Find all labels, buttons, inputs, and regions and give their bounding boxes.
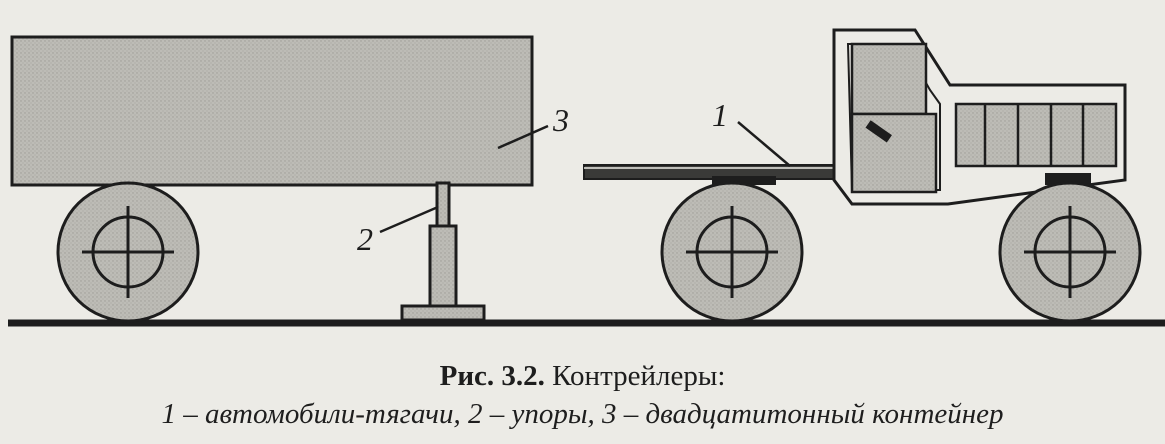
figure-caption-title: Рис. 3.2. Контрейлеры: <box>0 360 1165 393</box>
tractor-platform <box>583 164 835 180</box>
figure-number: Рис. 3.2. <box>439 360 545 392</box>
cab-door <box>850 112 938 194</box>
tractor-rear-wheel <box>998 181 1142 323</box>
callout-2: 2 <box>357 221 373 257</box>
callout-3: 3 <box>552 102 569 138</box>
figure-caption-legend: 1 – автомобили-тягачи, 2 – упоры, 3 – дв… <box>161 398 1004 430</box>
container-wheel <box>56 181 200 323</box>
figure-title: Контрейлеры: <box>552 360 726 392</box>
tractor-front-wheel <box>660 181 804 323</box>
door-handle <box>865 120 892 143</box>
container-trailer-figure: 1 2 3 <box>8 28 1165 327</box>
container-body <box>10 35 534 187</box>
support-jack <box>400 181 486 322</box>
leader-line-3 <box>497 124 549 150</box>
engine-hood <box>954 102 1118 168</box>
cab-window <box>850 42 928 116</box>
callout-1: 1 <box>712 97 728 133</box>
leader-line-2 <box>379 205 439 234</box>
leader-line-1 <box>737 121 791 167</box>
